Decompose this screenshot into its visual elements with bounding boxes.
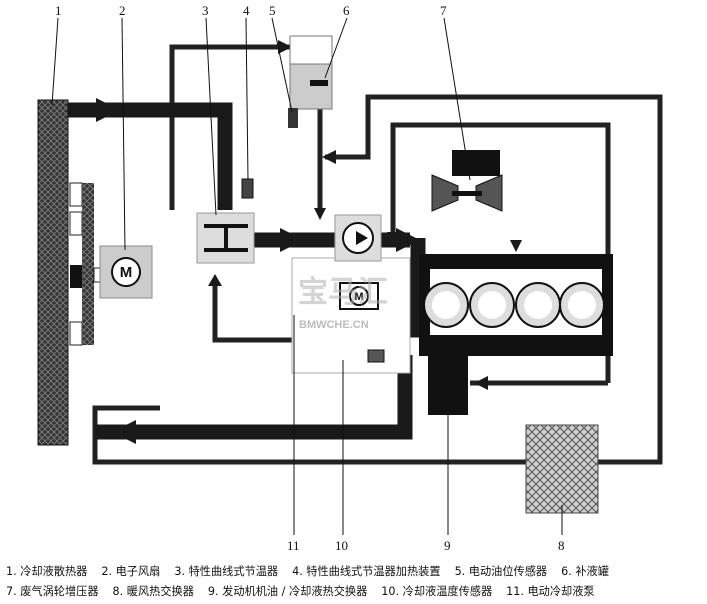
legend-item: 11. 电动冷却液泵 [506, 585, 595, 598]
legend-item: 8. 暖风热交换器 [112, 585, 194, 598]
legend-item: 5. 电动油位传感器 [454, 565, 548, 578]
label-7: 7 [440, 3, 447, 18]
legend-item: 1. 冷却液散热器 [6, 565, 88, 578]
legend-item: 7. 废气涡轮增压器 [6, 585, 99, 598]
component-numbers: 1 2 3 4 5 6 7 8 9 10 11 [55, 3, 565, 553]
thermostat-heater [241, 178, 254, 199]
svg-text:M: M [120, 264, 133, 281]
legend: 1. 冷却液散热器 2. 电子风扇 3. 特性曲线式节温器 4. 特性曲线式节温器加热… [0, 560, 707, 604]
coolant-radiator [37, 99, 69, 446]
coolant-pump-impeller [334, 214, 382, 262]
legend-item: 2. 电子风扇 [101, 565, 161, 578]
svg-text:BMWCHE.CN: BMWCHE.CN [299, 319, 369, 331]
cooling-system-diagram: M M [37, 3, 663, 553]
electric-fan: M [69, 182, 153, 346]
label-6: 6 [343, 3, 350, 18]
label-3: 3 [202, 3, 209, 18]
legend-item: 10. 冷却液温度传感器 [381, 585, 493, 598]
label-5: 5 [269, 3, 276, 18]
label-11: 11 [287, 538, 300, 553]
legend-item: 3. 特性曲线式节温器 [174, 565, 279, 578]
label-4: 4 [243, 3, 250, 18]
pump-motor-icon: M [354, 291, 363, 303]
label-2: 2 [119, 3, 126, 18]
map-thermostat [196, 212, 255, 264]
oil-level-sensor [288, 108, 298, 128]
expansion-tank [289, 35, 333, 110]
legend-row-2: 7. 废气涡轮增压器 8. 暖风热交换器 9. 发动机机油 / 冷却液热交换器 10.… [6, 582, 609, 601]
engine-frame [291, 257, 411, 374]
engine-block [419, 254, 613, 356]
fan-motor-icon [111, 257, 141, 287]
coolant-temp-sensor [367, 349, 385, 363]
legend-item: 6. 补液罐 [561, 565, 609, 578]
svg-text:宝马汇: 宝马汇 [298, 275, 388, 309]
label-8: 8 [558, 538, 565, 553]
label-10: 10 [335, 538, 348, 553]
legend-row-1: 1. 冷却液散热器 2. 电子风扇 3. 特性曲线式节温器 4. 特性曲线式节温器加热… [6, 562, 623, 581]
heater-heat-exchanger [525, 424, 599, 514]
coolant-pump-motor: M [339, 282, 379, 310]
label-1: 1 [55, 3, 62, 18]
turbocharger [431, 150, 503, 212]
watermark: 宝马汇 BMWCHE.CN [298, 275, 388, 331]
label-9: 9 [444, 538, 451, 553]
legend-item: 4. 特性曲线式节温器加热装置 [292, 565, 441, 578]
leader-lines [51, 17, 563, 535]
legend-item: 9. 发动机机油 / 冷却液热交换器 [207, 585, 368, 598]
